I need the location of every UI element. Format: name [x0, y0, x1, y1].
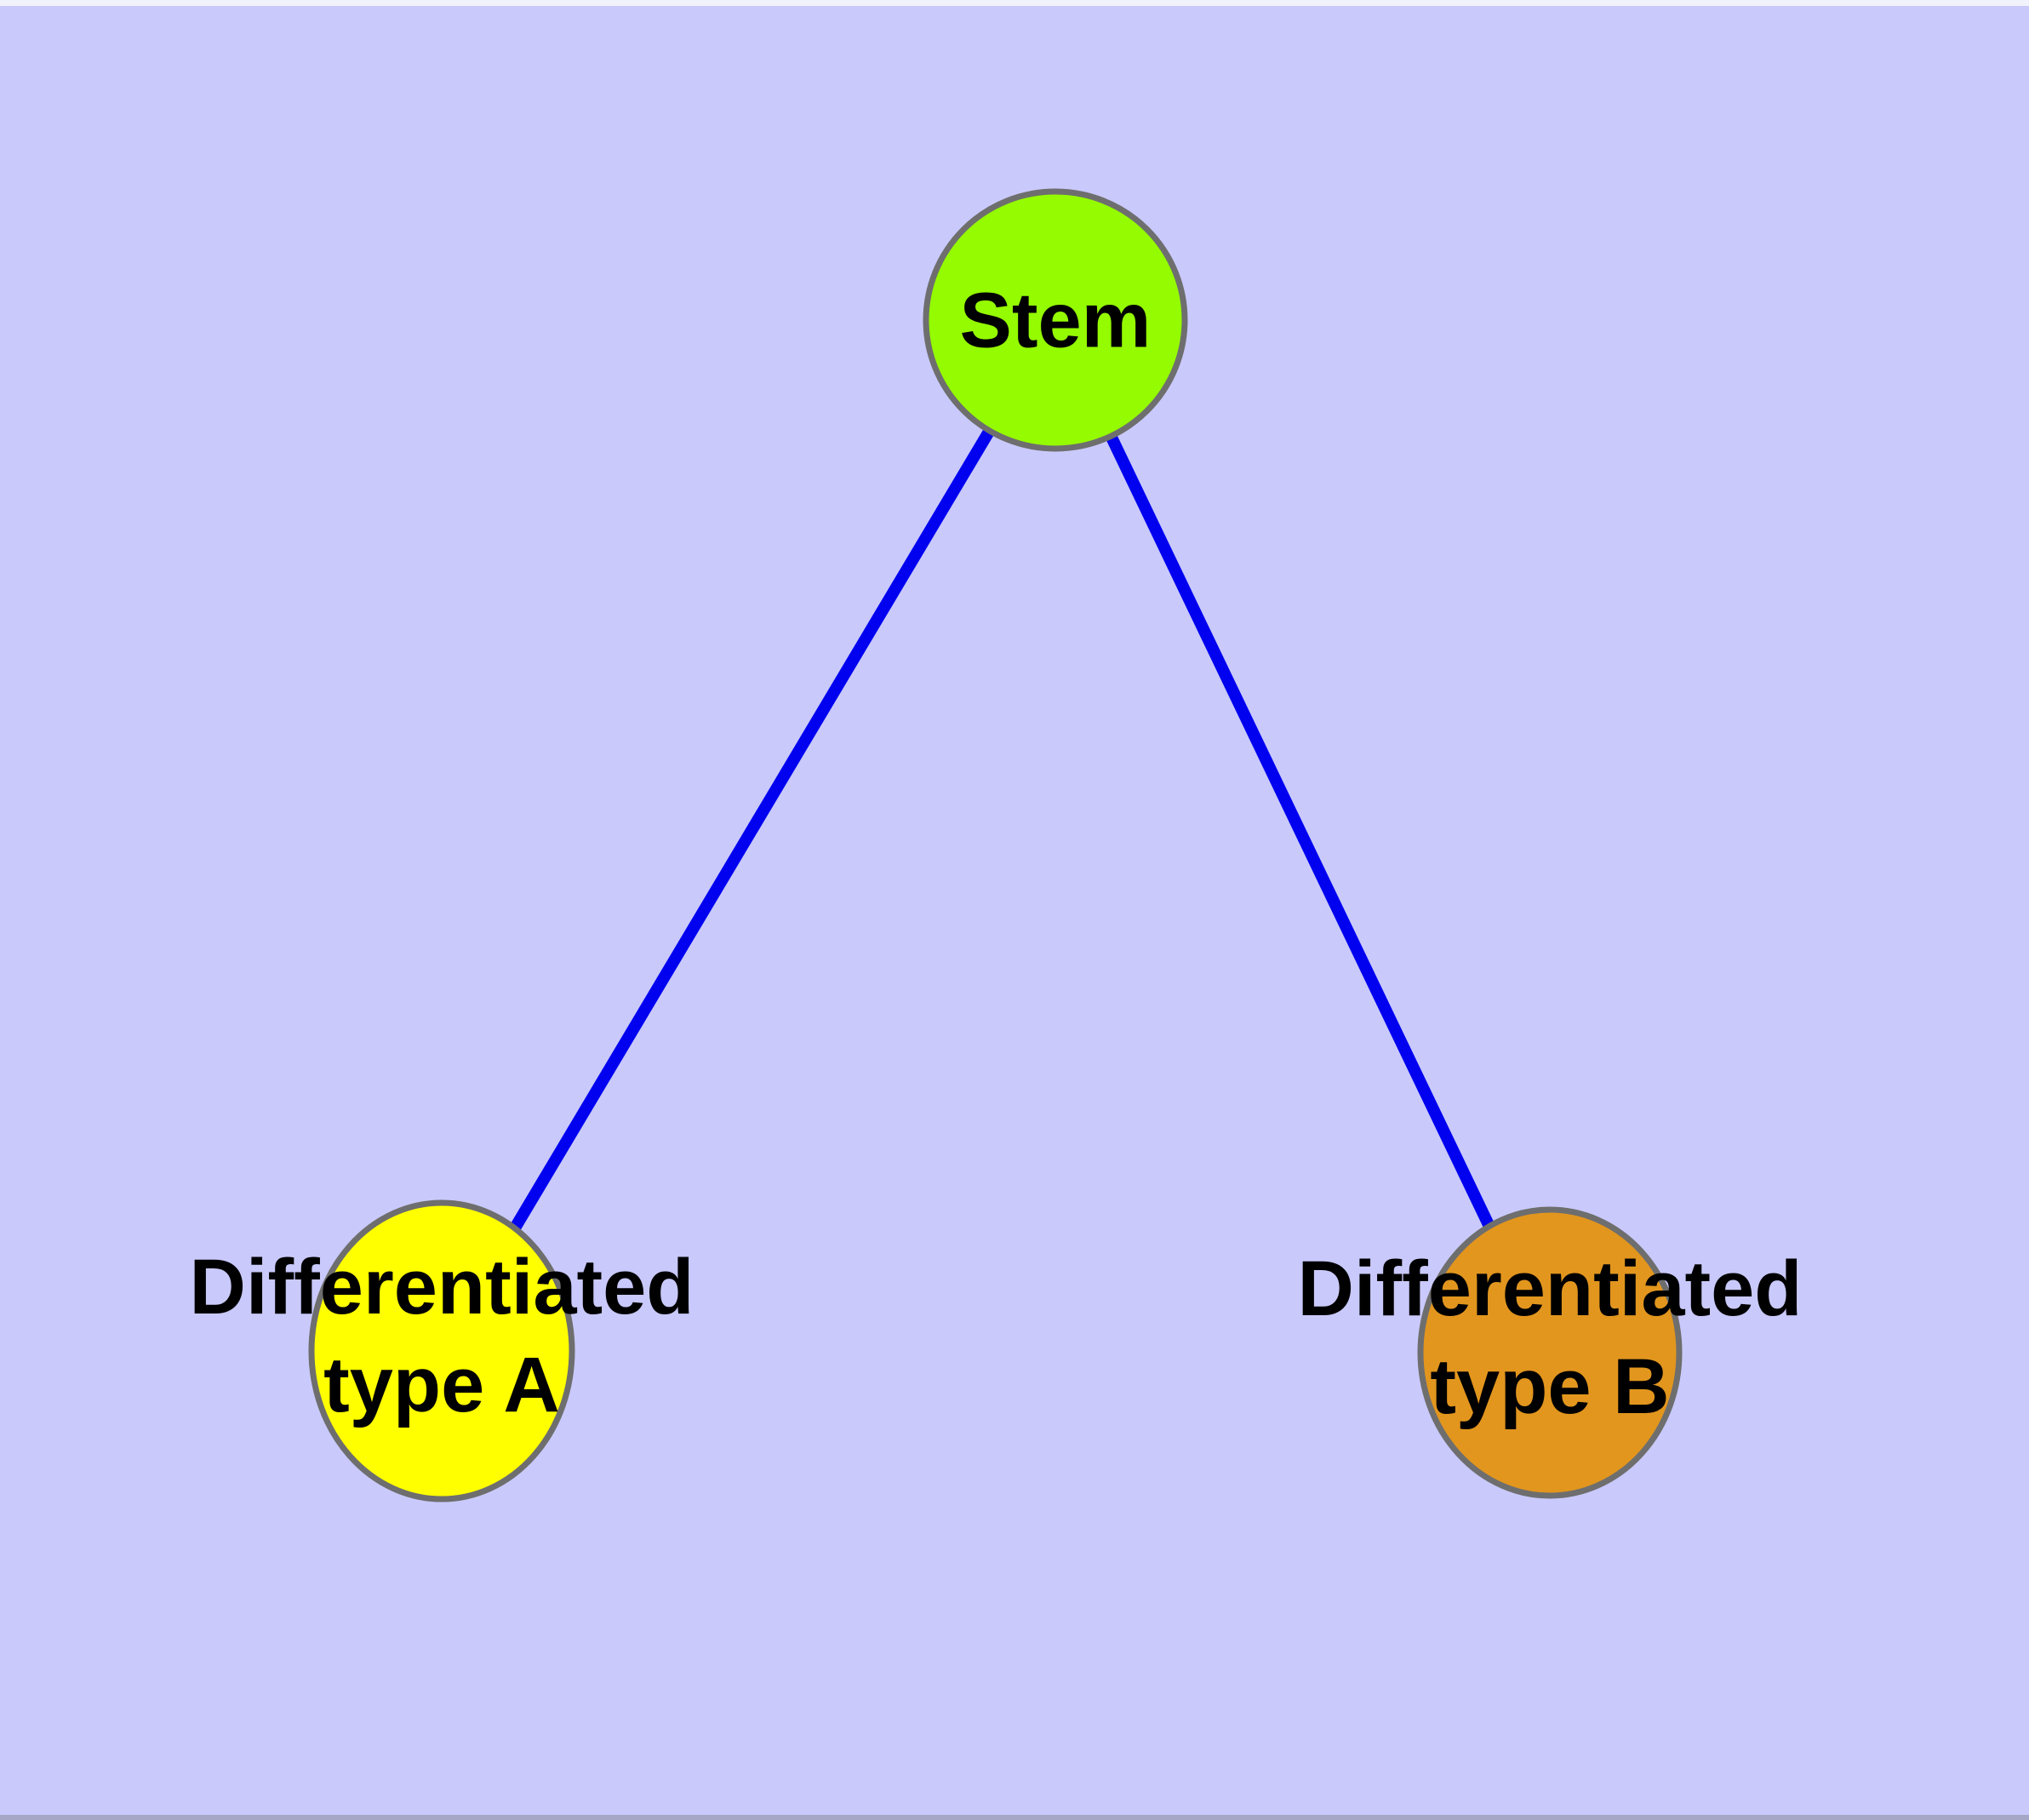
node-label-type-b: Differentiated type B [1298, 1240, 1803, 1436]
node-label-type-b-line2: type B [1430, 1343, 1670, 1430]
node-label-type-a: Differentiated type A [190, 1239, 694, 1434]
node-label-type-b-line1: Differentiated [1297, 1245, 1803, 1332]
node-stem-shape [923, 188, 1188, 452]
node-type-b-shape [1417, 1206, 1683, 1499]
window-bottom-edge [0, 1815, 2029, 1820]
node-label-type-a-line1: Differentiated [189, 1244, 694, 1331]
edge-stem-to-type-b [1049, 317, 1556, 1356]
node-label-type-a-line2: type A [323, 1342, 560, 1428]
edge-stem-to-type-a [436, 317, 1061, 1354]
node-type-a-shape [308, 1199, 575, 1502]
node-label-stem: Stem [959, 277, 1152, 364]
window-top-edge [0, 0, 2029, 6]
